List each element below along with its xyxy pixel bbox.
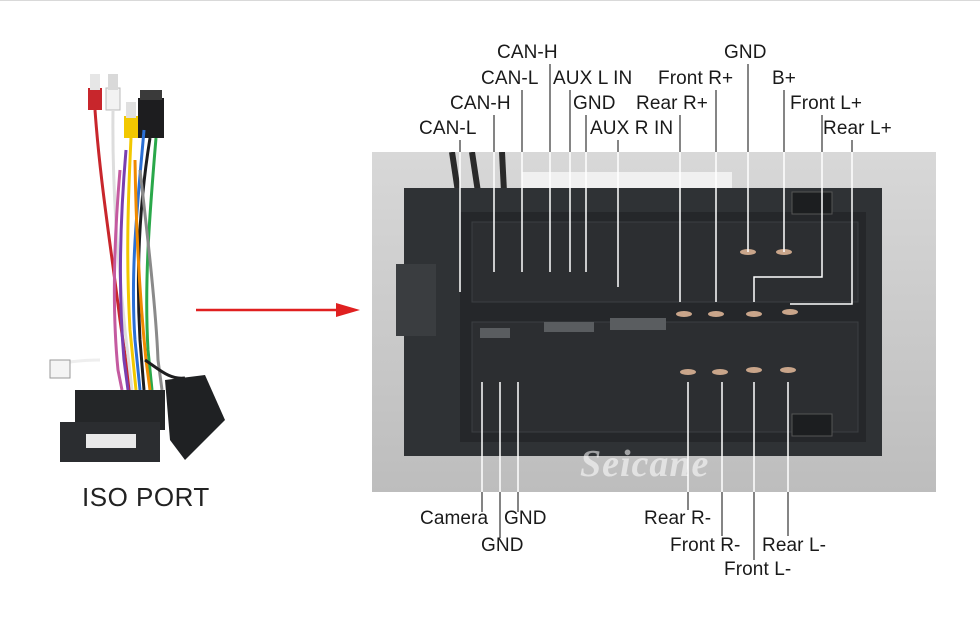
iso-port-caption: ISO PORT (82, 482, 210, 512)
label-front-l-minus: Front L- (724, 559, 792, 580)
label-can-h-3: CAN-H (450, 93, 511, 114)
label-rear-r-minus: Rear R- (644, 508, 712, 529)
label-camera: Camera (420, 508, 489, 529)
harness-illustration (49, 74, 225, 462)
label-aux-l-in: AUX L IN (553, 68, 633, 89)
label-gnd-top: GND (724, 42, 767, 63)
pointer-arrow (196, 303, 360, 317)
label-gnd-bottom-2: GND (481, 535, 524, 556)
top-divider (0, 0, 980, 1)
label-can-h-top: CAN-H (497, 42, 558, 63)
label-gnd-aux: GND (573, 93, 616, 114)
label-front-r-plus: Front R+ (658, 68, 734, 89)
label-b-plus: B+ (772, 68, 796, 89)
seicane-watermark: Seicane (580, 443, 710, 485)
label-can-l-4: CAN-L (419, 118, 477, 139)
connector-photo (372, 152, 936, 492)
label-rear-l-minus: Rear L- (762, 535, 827, 556)
connector-blocks (49, 359, 225, 462)
label-gnd-bottom-1: GND (504, 508, 547, 529)
label-can-l-2: CAN-L (481, 68, 539, 89)
label-front-l-plus: Front L+ (790, 93, 863, 114)
label-rear-r-plus: Rear R+ (636, 93, 708, 114)
label-aux-r-in: AUX R IN (590, 118, 674, 139)
label-rear-l-plus: Rear L+ (823, 118, 892, 139)
label-front-r-minus: Front R- (670, 535, 741, 556)
